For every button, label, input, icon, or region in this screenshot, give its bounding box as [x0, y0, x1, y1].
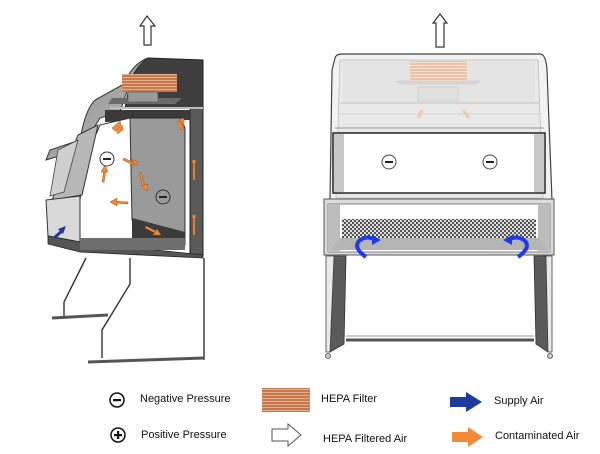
negative-pressure-icon: [381, 154, 397, 170]
legend-label-negative-pressure: Negative Pressure: [140, 393, 231, 405]
legend-label-supply-air: Supply Air: [494, 395, 544, 407]
exhaust-arrow-icon: [431, 13, 449, 48]
supply-air-arrow: [355, 235, 381, 259]
legend: [109, 388, 483, 448]
hepa-filter-side: [122, 74, 177, 92]
plus-circle-icon: [110, 427, 126, 443]
supply-air-arrow: [53, 226, 66, 240]
negative-pressure-icon: [482, 154, 498, 170]
negative-pressure-icon: [99, 151, 115, 167]
minus-circle-icon: [109, 392, 125, 408]
legend-label-hepa-filtered-air: HEPA Filtered Air: [323, 433, 408, 445]
legend-label-positive-pressure: Positive Pressure: [141, 429, 227, 441]
legend-label-hepa-filter: HEPA Filter: [321, 393, 378, 405]
hepa-filter-front: [410, 61, 467, 82]
legend-label-contaminated-air: Contaminated Air: [495, 430, 580, 442]
side-view-cabinet: [45, 14, 205, 364]
contaminated-air-arrows: [100, 117, 197, 236]
front-stand: [325, 255, 553, 359]
filtered-air-arrows: [416, 109, 471, 119]
front-grille: [342, 219, 536, 238]
hepa-filter-swatch-icon: [262, 388, 310, 412]
side-stand: [51, 257, 205, 364]
negative-pressure-icon: [155, 189, 171, 205]
supply-air-arrow: [503, 235, 529, 259]
blue-arrow-icon: [450, 392, 482, 412]
orange-arrow-icon: [452, 427, 483, 447]
front-view-cabinet: [323, 13, 555, 359]
outline-arrow-icon: [271, 422, 302, 448]
exhaust-arrow-icon: [138, 14, 157, 46]
